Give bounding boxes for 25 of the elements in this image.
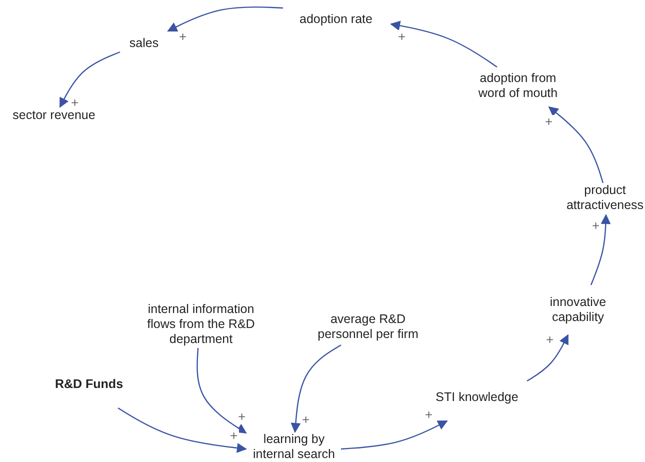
arrow xyxy=(526,334,569,382)
arrow xyxy=(290,344,342,433)
variable-label: R&D Funds xyxy=(54,377,124,392)
arrow xyxy=(118,407,247,453)
polarity-sign: + xyxy=(397,30,407,43)
polarity-sign: + xyxy=(178,30,188,43)
variable-label: innovative capability xyxy=(548,295,608,325)
arrow xyxy=(390,20,498,68)
arrow xyxy=(196,348,247,434)
polarity-sign: + xyxy=(544,115,554,128)
variable-label: adoption from word of mouth xyxy=(477,71,559,101)
arrow xyxy=(340,420,448,450)
variable-label: sales xyxy=(128,36,160,51)
arrow xyxy=(590,214,611,286)
variable-label: internal information flows from the R&D department xyxy=(146,302,256,347)
polarity-sign: + xyxy=(229,429,239,442)
variable-label: STI knowledge xyxy=(434,390,520,405)
variable-label: learning by internal search xyxy=(252,432,336,462)
variable-label: sector revenue xyxy=(12,108,96,123)
arrow xyxy=(548,106,604,184)
variable-label: product attractiveness xyxy=(565,183,645,213)
variable-label: adoption rate xyxy=(298,12,374,27)
arrow xyxy=(59,51,120,108)
arrow xyxy=(167,6,284,32)
variable-label: average R&D personnel per firm xyxy=(316,312,420,342)
